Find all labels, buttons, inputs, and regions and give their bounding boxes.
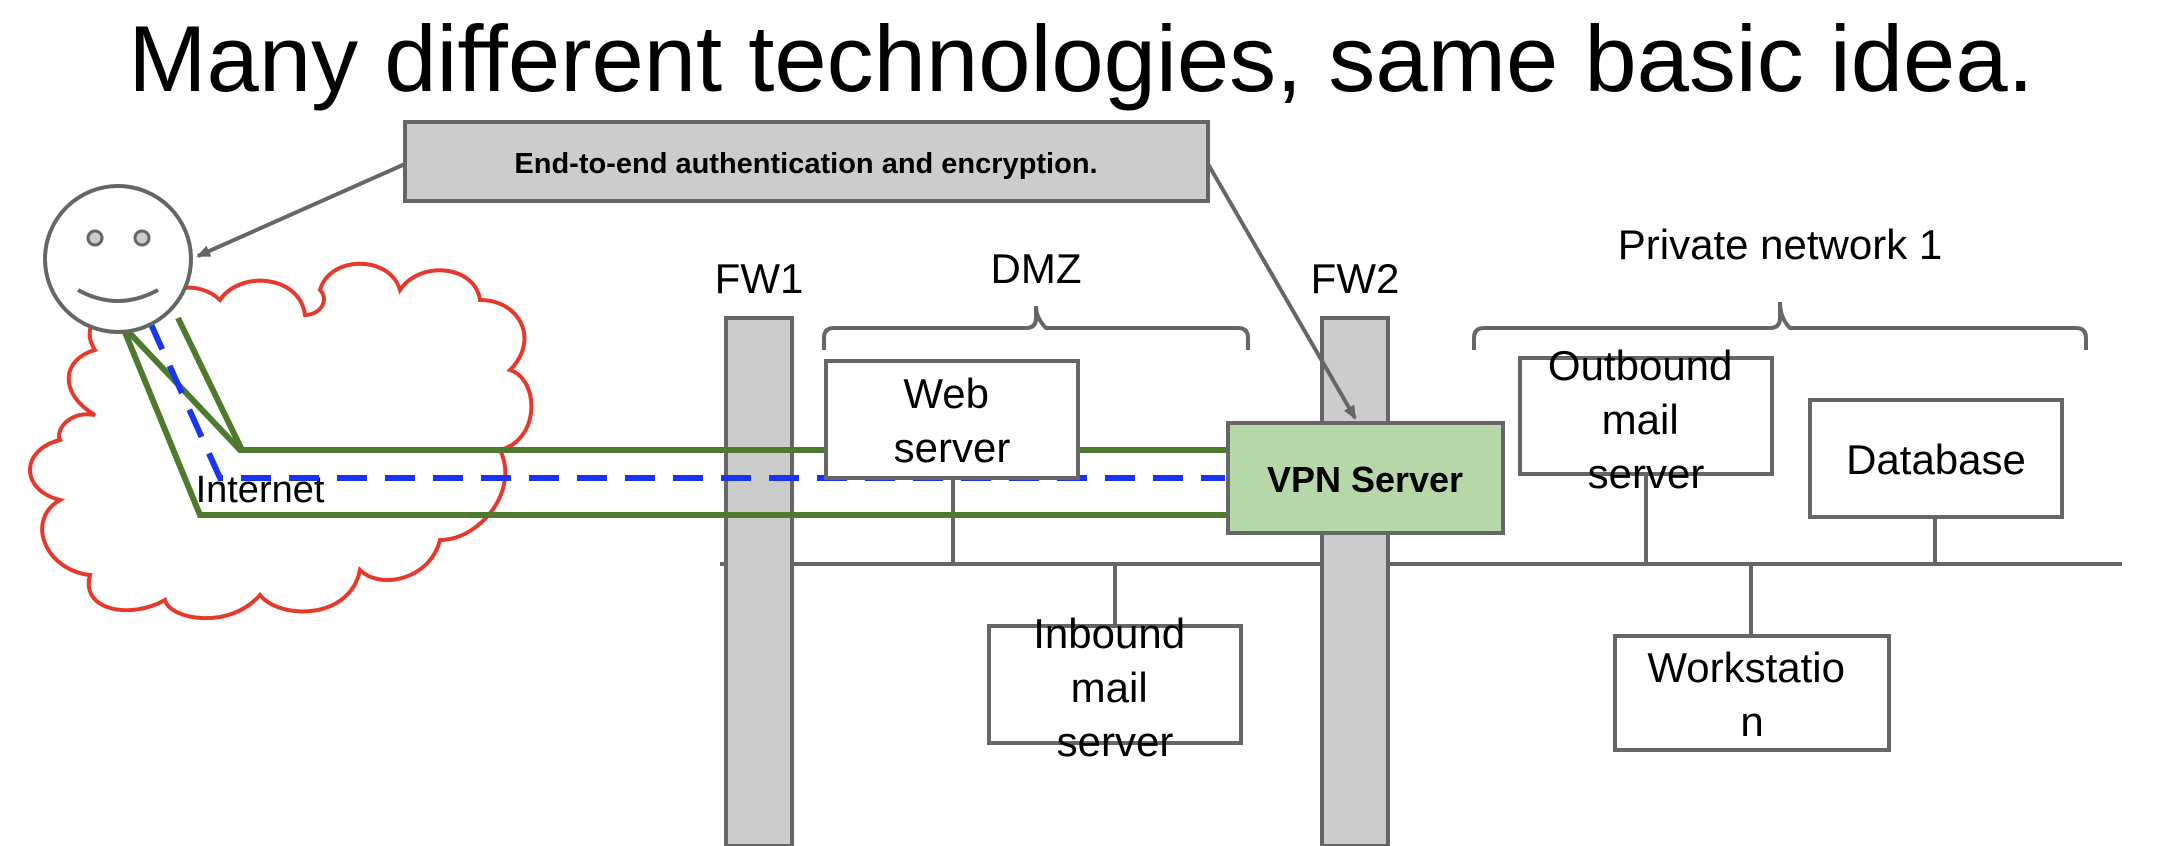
inbound-mail-label-line-2: mail — [1071, 664, 1148, 711]
outbound-mail-label-line-2: mail — [1602, 396, 1679, 443]
firewall-2 — [1320, 316, 1390, 846]
outbound-mail-label-line-1: Outbound — [1548, 342, 1733, 389]
cloud-icon — [28, 261, 534, 621]
private-network-bracket — [1472, 301, 2088, 350]
svg-text:Workstatio n: Workstatio n — [1647, 644, 1856, 745]
inbound-mail-label-line-3: server — [1057, 718, 1174, 765]
private-network-label: Private network 1 — [1618, 221, 1942, 268]
callout-arrow-to-user — [196, 162, 406, 258]
dmz-bracket — [822, 305, 1250, 350]
svg-text:Inbound mail s: Inbound mail server — [1033, 610, 1197, 765]
firewall-1 — [724, 316, 794, 846]
firewall-2-label: FW2 — [1311, 255, 1400, 302]
svg-text:Outbound mail: Outbound mail server — [1548, 342, 1744, 497]
smiley-face-icon — [43, 184, 193, 334]
workstation-label-line-2: n — [1740, 698, 1763, 745]
dmz-label: DMZ — [991, 245, 1082, 292]
svg-text:Web server: Web server — [894, 370, 1011, 471]
slide-title: Many different technologies, same basic … — [128, 6, 2034, 111]
outbound-mail-server: Outbound mail server — [1518, 342, 1774, 497]
workstation: Workstatio n — [1613, 634, 1891, 752]
inbound-mail-server: Inbound mail server — [987, 610, 1243, 765]
firewall-1-label: FW1 — [715, 255, 804, 302]
vpn-server: VPN Server — [1226, 421, 1505, 535]
inbound-mail-label-line-1: Inbound — [1033, 610, 1185, 657]
callout: End-to-end authentication and encryption… — [403, 120, 1210, 203]
web-server-label-line-2: server — [894, 424, 1011, 471]
database-label: Database — [1846, 436, 2026, 483]
vpn-server-label: VPN Server — [1267, 459, 1463, 500]
callout-arrow-to-vpn — [1206, 162, 1357, 420]
web-server: Web server — [824, 359, 1080, 480]
workstation-label-line-1: Workstatio — [1647, 644, 1845, 691]
web-server-label-line-1: Web — [903, 370, 989, 417]
outbound-mail-label-line-3: server — [1588, 450, 1705, 497]
database: Database — [1808, 398, 2064, 519]
callout-text: End-to-end authentication and encryption… — [514, 148, 1097, 180]
